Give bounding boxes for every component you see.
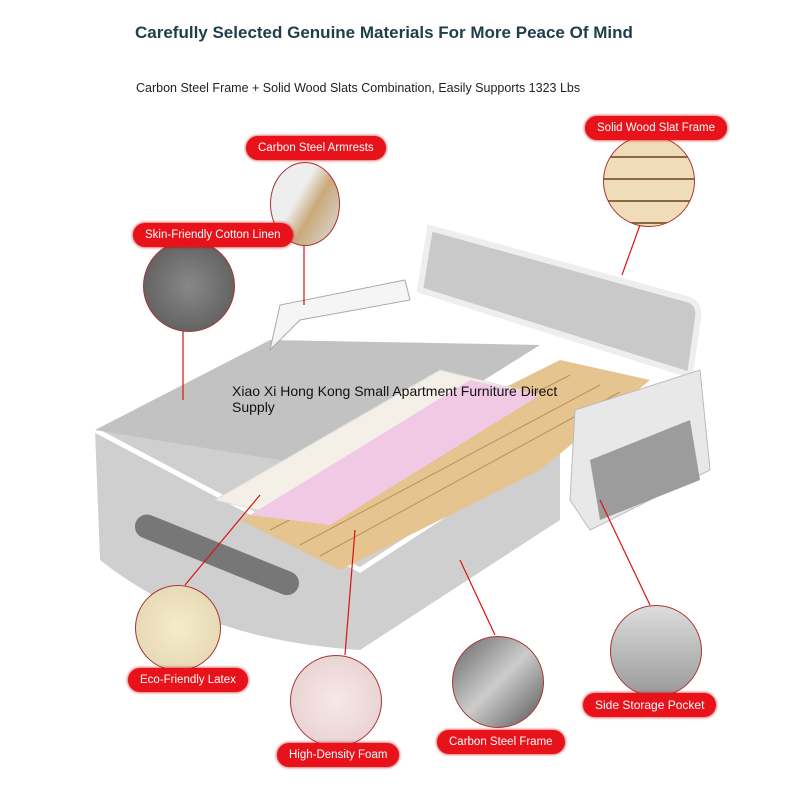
callout-carbon-steel-armrests: Carbon Steel Armrests bbox=[246, 136, 386, 160]
pocket-closeup-icon bbox=[610, 605, 702, 697]
steel-frame-closeup-icon bbox=[452, 636, 544, 728]
fabric-closeup-icon bbox=[143, 240, 235, 332]
callout-eco-friendly-latex: Eco-Friendly Latex bbox=[128, 668, 248, 692]
callout-solid-wood-slat-frame: Solid Wood Slat Frame bbox=[585, 116, 728, 140]
callout-side-storage-pocket: Side Storage Pocket bbox=[583, 693, 717, 717]
callout-cotton-linen: Skin-Friendly Cotton Linen bbox=[133, 223, 293, 247]
wood-slat-closeup-icon bbox=[603, 135, 695, 227]
callout-high-density-foam: High-Density Foam bbox=[277, 743, 400, 767]
watermark-caption: Xiao Xi Hong Kong Small Apartment Furnit… bbox=[232, 383, 558, 415]
foam-closeup-icon bbox=[290, 655, 382, 747]
page-subtitle: Carbon Steel Frame + Solid Wood Slats Co… bbox=[136, 81, 581, 95]
latex-closeup-icon bbox=[135, 585, 221, 671]
callout-carbon-steel-frame: Carbon Steel Frame bbox=[437, 730, 565, 754]
page-title: Carefully Selected Genuine Materials For… bbox=[135, 23, 633, 42]
